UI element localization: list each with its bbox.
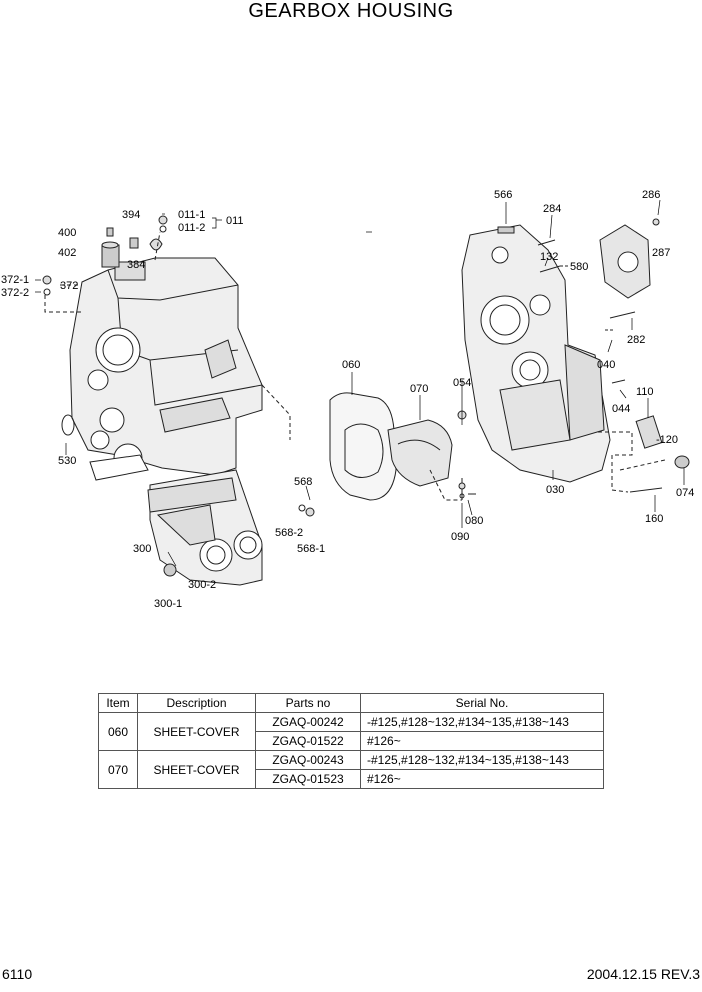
callout-402: 402 bbox=[58, 247, 76, 259]
sheet-cover-070 bbox=[387, 410, 467, 501]
table-row: 070 SHEET-COVER ZGAQ-00243 -#125,#128~13… bbox=[98, 750, 604, 789]
cell-parts-no: ZGAQ-00242 bbox=[255, 712, 361, 732]
callout-160: 160 bbox=[645, 513, 663, 525]
cell-parts-no: ZGAQ-01523 bbox=[255, 769, 361, 789]
parts-table: Item Description Parts no Serial No. 060… bbox=[98, 693, 604, 789]
revision-date: 2004.12.15 REV.3 bbox=[586, 966, 700, 982]
cell-serial-no: -#125,#128~132,#134~135,#138~143 bbox=[360, 750, 604, 770]
callout-400: 400 bbox=[58, 227, 76, 239]
page-title: GEARBOX HOUSING bbox=[248, 0, 454, 22]
callout-030: 030 bbox=[546, 484, 564, 496]
table-header-row: Item Description Parts no Serial No. bbox=[98, 693, 604, 713]
header-item: Item bbox=[98, 693, 138, 713]
callout-568-1: 568-1 bbox=[297, 543, 325, 555]
cell-item: 060 bbox=[98, 712, 138, 751]
cell-parts-no: ZGAQ-01522 bbox=[255, 731, 361, 751]
right-gearbox-housing bbox=[461, 224, 611, 483]
callout-011-1: 011-1 bbox=[178, 209, 205, 221]
cell-item: 070 bbox=[98, 750, 138, 789]
callout-384: 384 bbox=[127, 259, 145, 271]
cell-serial-no: -#125,#128~132,#134~135,#138~143 bbox=[360, 712, 604, 732]
leader-lines bbox=[35, 199, 685, 567]
exploded-parts-diagram: 394 011-1 011-2 011 400 402 384 372-1 37… bbox=[1, 189, 694, 610]
sheet-cover-060 bbox=[329, 392, 397, 501]
callout-090: 090 bbox=[451, 531, 469, 543]
callout-300: 300 bbox=[133, 543, 151, 555]
callout-011-2: 011-2 bbox=[178, 222, 205, 234]
callout-580: 580 bbox=[570, 261, 588, 273]
callout-070: 070 bbox=[410, 383, 428, 395]
callout-300-2: 300-2 bbox=[188, 579, 216, 591]
callout-300-1: 300-1 bbox=[154, 598, 182, 610]
callout-568-2: 568-2 bbox=[275, 527, 303, 539]
header-description: Description bbox=[137, 693, 256, 713]
small-parts-left bbox=[42, 215, 315, 577]
cell-parts-no: ZGAQ-00243 bbox=[255, 750, 361, 770]
callout-labels: 394 011-1 011-2 011 400 402 384 372-1 37… bbox=[1, 189, 694, 610]
callout-284: 284 bbox=[543, 203, 561, 215]
cell-serial-no: #126~ bbox=[360, 731, 604, 751]
cell-description: SHEET-COVER bbox=[137, 750, 256, 789]
callout-286: 286 bbox=[642, 189, 660, 201]
left-gearbox-housing bbox=[69, 257, 291, 586]
table-row: ZGAQ-01523 #126~ bbox=[99, 769, 604, 789]
callout-080: 080 bbox=[465, 515, 483, 527]
header-parts-no: Parts no bbox=[255, 693, 361, 713]
callout-060: 060 bbox=[342, 359, 360, 371]
callout-372-2: 372-2 bbox=[1, 287, 29, 299]
callout-282: 282 bbox=[627, 334, 645, 346]
callout-530: 530 bbox=[58, 455, 76, 467]
page-number: 6110 bbox=[2, 966, 33, 982]
cell-description: SHEET-COVER bbox=[137, 712, 256, 751]
small-parts-right bbox=[458, 218, 690, 500]
callout-011: 011 bbox=[226, 215, 244, 227]
callout-372-1: 372-1 bbox=[1, 274, 29, 286]
callout-132: 132 bbox=[540, 251, 558, 263]
callout-044: 044 bbox=[612, 403, 630, 415]
callout-287: 287 bbox=[652, 247, 670, 259]
callout-054: 054 bbox=[453, 377, 471, 389]
cell-serial-no: #126~ bbox=[360, 769, 604, 789]
callout-074: 074 bbox=[676, 487, 694, 499]
header-serial-no: Serial No. bbox=[360, 693, 604, 713]
callout-110: 110 bbox=[636, 386, 654, 398]
callout-372: 372 bbox=[60, 280, 78, 292]
callout-394: 394 bbox=[122, 209, 140, 221]
callout-568: 568 bbox=[294, 476, 312, 488]
callout-566: 566 bbox=[494, 189, 512, 201]
callout-120: -120 bbox=[656, 434, 678, 446]
table-row: 060 SHEET-COVER ZGAQ-00242 -#125,#128~13… bbox=[98, 712, 604, 751]
callout-040: 040 bbox=[597, 359, 615, 371]
